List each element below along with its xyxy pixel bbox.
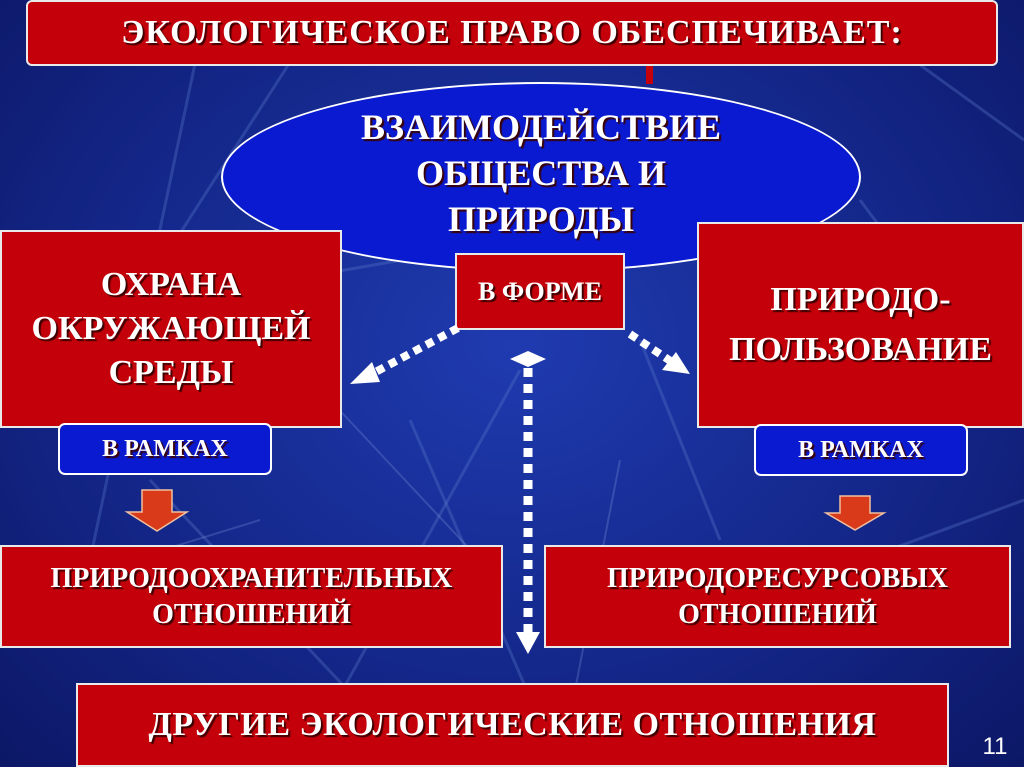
nature-use-box: ПРИРОДО- ПОЛЬЗОВАНИЕ	[697, 222, 1024, 428]
page-number: 11	[982, 733, 1008, 760]
left-frame-label: В РАМКАХ	[58, 423, 272, 475]
slide-title: ЭКОЛОГИЧЕСКОЕ ПРАВО ОБЕСПЕЧИВАЕТ:	[26, 0, 998, 66]
natural-resource-relations-box: ПРИРОДОРЕСУРСОВЫХ ОТНОШЕНИЙ	[544, 545, 1011, 648]
right-frame-label: В РАМКАХ	[754, 424, 968, 476]
form-label-box: В ФОРМЕ	[455, 253, 625, 330]
environmental-protection-relations-box: ПРИРОДООХРАНИТЕЛЬНЫХ ОТНОШЕНИЙ	[0, 545, 503, 648]
other-ecological-relations-box: ДРУГИЕ ЭКОЛОГИЧЕСКИЕ ОТНОШЕНИЯ	[76, 683, 949, 767]
environment-protection-box: ОХРАНА ОКРУЖАЮЩЕЙ СРЕДЫ	[0, 230, 342, 428]
